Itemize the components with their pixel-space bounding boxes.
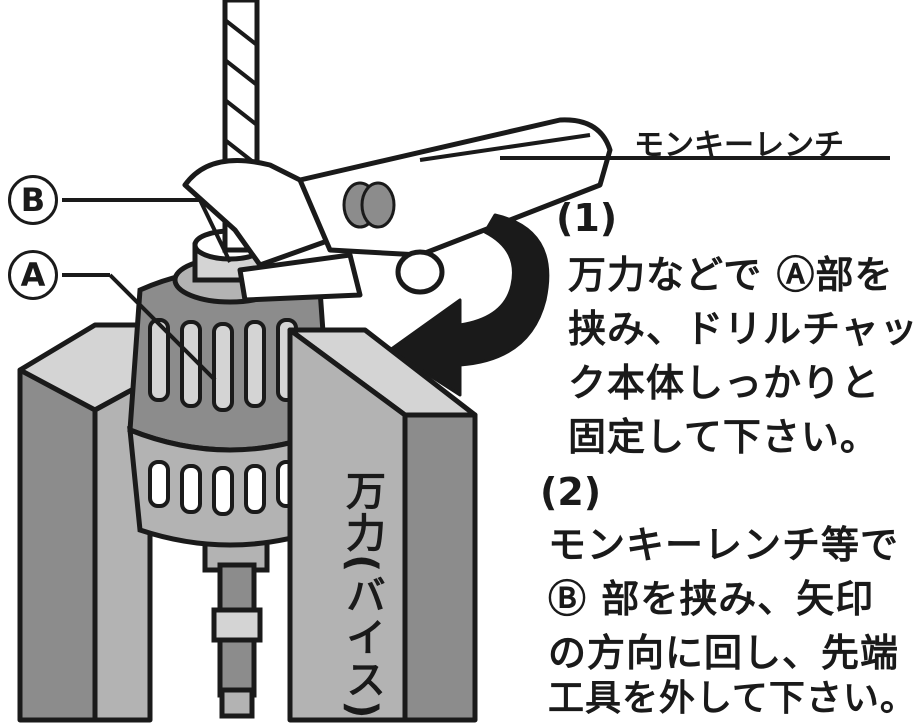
chuck-body [127, 267, 333, 548]
step-2-line-2: Ⓑ 部を挟み、矢印 [548, 577, 875, 621]
step-1-line-1: 万力などで Ⓐ部を [568, 253, 894, 297]
chuck-shaft [202, 527, 270, 719]
vise-label: 万力(バイス) [339, 470, 385, 721]
step-1-line-4: 固定して下さい。 [568, 415, 879, 459]
rotation-arrow[interactable] [388, 213, 550, 397]
monkey-wrench [182, 117, 613, 303]
step-2-line-1: モンキーレンチ等で [548, 523, 900, 567]
step-2-line-4: 工具を外して下さい。 [548, 678, 913, 719]
leader-lines [62, 156, 890, 382]
wrench-worm-gear [342, 181, 396, 229]
wrench-label: モンキーレンチ [634, 128, 844, 163]
callout-b-label: B [20, 181, 46, 219]
callout-a-label: A [20, 256, 46, 294]
step-2-line-3: の方向に回し、先端 [548, 631, 900, 675]
step-2-number: (2) [540, 470, 602, 514]
step-1-number: (1) [556, 196, 618, 240]
step-1-line-2: 挟み、ドリルチャッ [568, 307, 913, 351]
vise-right-block [287, 327, 478, 723]
callout-b: B [8, 175, 58, 225]
vise-left-block [17, 322, 153, 723]
step-1-line-3: ク本体しっかりと [568, 361, 881, 405]
callout-a: A [8, 250, 58, 300]
